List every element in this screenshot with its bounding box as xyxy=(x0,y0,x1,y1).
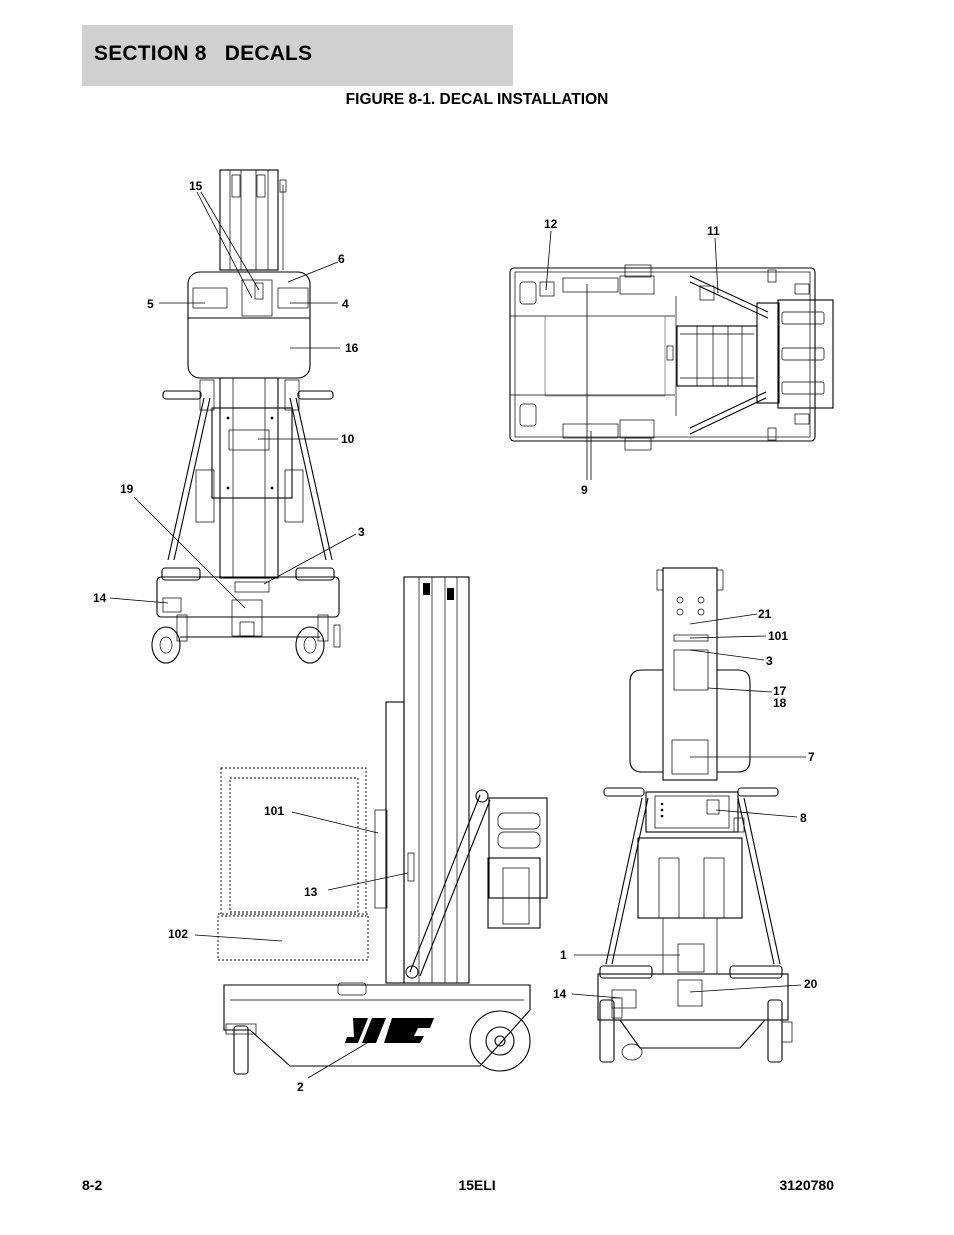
callout-rear-7: 7 xyxy=(808,750,815,764)
callout-side-102: 102 xyxy=(168,927,188,941)
callout-rear-3: 3 xyxy=(766,654,773,668)
callout-front-15: 15 xyxy=(189,179,203,193)
footer-doc-number: 3120780 xyxy=(779,1177,834,1193)
leader-lines xyxy=(109,191,806,1079)
callout-front-14: 14 xyxy=(93,591,107,605)
callout-labels: 15 6 5 4 16 10 19 3 14 12 11 9 101 13 10… xyxy=(93,179,818,1094)
callout-rear-17: 17 xyxy=(773,684,787,698)
footer-model: 15ELI xyxy=(458,1177,496,1193)
callout-front-6: 6 xyxy=(338,252,345,266)
callout-rear-18: 18 xyxy=(773,696,787,710)
callout-front-5: 5 xyxy=(147,297,154,311)
section-header-bar: SECTION 8 DECALS xyxy=(82,25,513,86)
top-view-drawing xyxy=(509,264,834,451)
side-view-drawing xyxy=(217,576,548,1075)
rear-view-drawing xyxy=(597,567,793,1063)
callout-front-19: 19 xyxy=(120,482,134,496)
callout-rear-1: 1 xyxy=(560,948,567,962)
callout-top-12: 12 xyxy=(544,217,558,231)
footer-page-number: 8-2 xyxy=(82,1177,103,1193)
callout-side-13: 13 xyxy=(304,885,318,899)
callout-rear-14: 14 xyxy=(553,987,567,1001)
callout-front-4: 4 xyxy=(342,297,349,311)
section-title: SECTION 8 DECALS xyxy=(94,42,313,65)
callout-side-2: 2 xyxy=(297,1080,304,1094)
figure-title: FIGURE 8-1. DECAL INSTALLATION xyxy=(345,91,609,108)
callout-rear-21: 21 xyxy=(758,607,772,621)
callout-top-9: 9 xyxy=(581,483,588,497)
front-view-drawing xyxy=(151,169,341,664)
callout-side-101: 101 xyxy=(264,804,284,818)
callout-front-10: 10 xyxy=(341,432,355,446)
callout-front-3: 3 xyxy=(358,525,365,539)
callout-rear-101: 101 xyxy=(768,629,788,643)
callout-front-16: 16 xyxy=(345,341,359,355)
callout-rear-20: 20 xyxy=(804,977,818,991)
callout-rear-8: 8 xyxy=(800,811,807,825)
callout-top-11: 11 xyxy=(707,224,720,238)
